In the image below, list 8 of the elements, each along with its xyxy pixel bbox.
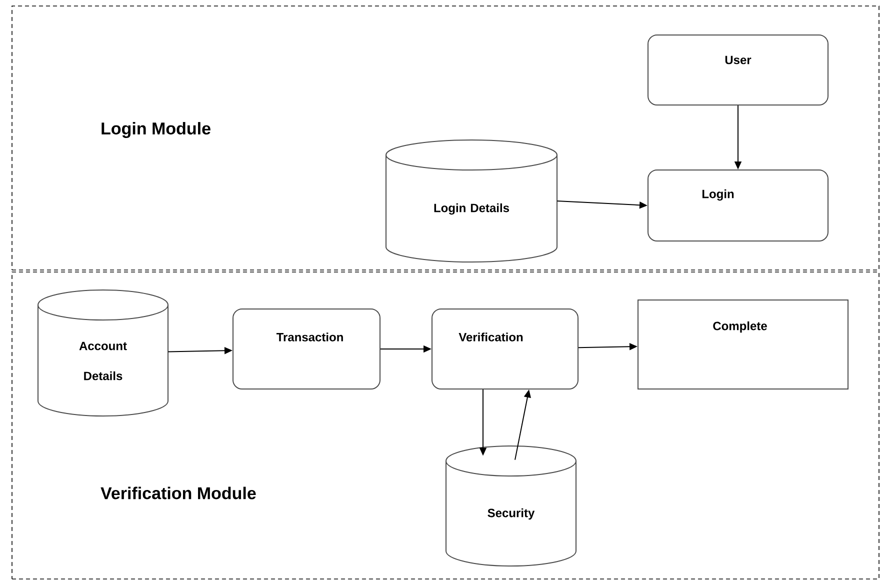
database-cylinder: Account Details (38, 290, 168, 416)
process-box: Login (648, 170, 828, 242)
process-box: Complete (638, 300, 848, 390)
database-cylinder: Security (446, 446, 576, 566)
process-box: Transaction (232, 308, 380, 390)
database-cylinder: Login Details (386, 140, 558, 262)
process-box: User (648, 34, 828, 106)
process-box: Verification (432, 308, 578, 390)
